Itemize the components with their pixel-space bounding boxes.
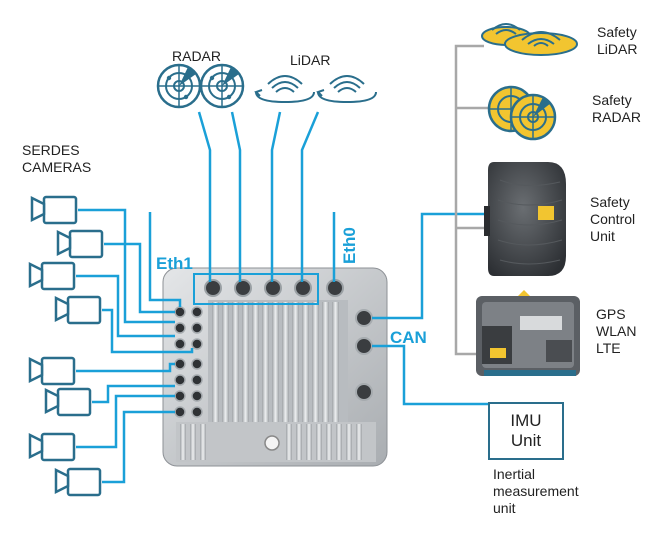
radar-label: RADAR bbox=[172, 48, 222, 64]
camera-icon bbox=[28, 432, 76, 462]
ecu-housing-image bbox=[162, 267, 388, 467]
camera-icon bbox=[30, 195, 78, 225]
eth-connectors bbox=[204, 279, 344, 297]
can-label: CAN bbox=[390, 328, 427, 347]
safety-radar-label: Safety RADAR bbox=[592, 92, 642, 125]
imu-unit-label: Unit bbox=[510, 431, 542, 450]
radar-icon bbox=[199, 63, 245, 109]
can-connectors bbox=[355, 309, 373, 401]
camera-icon bbox=[28, 261, 76, 291]
cables bbox=[76, 111, 490, 484]
inertial-measurement-unit-label: Inertial measurement unit bbox=[493, 466, 579, 516]
gps-module-image bbox=[476, 290, 580, 376]
lidar-icon bbox=[316, 75, 377, 104]
safety-control-unit-label: Safety Control Unit bbox=[590, 194, 636, 244]
gps-wlan-lte-label: GPS WLAN LTE bbox=[596, 306, 637, 356]
safety-lidar-icon bbox=[481, 23, 578, 56]
eth1-label: Eth1 bbox=[156, 254, 193, 273]
radar-icon bbox=[156, 63, 202, 109]
eth0-label: Eth0 bbox=[340, 227, 359, 264]
lidar-label: LiDAR bbox=[290, 52, 331, 68]
safety-lidar-label: Safety LiDAR bbox=[597, 24, 638, 57]
imu-label: IMU bbox=[510, 411, 542, 430]
imu-unit-box: IMU Unit bbox=[488, 402, 564, 460]
camera-icon bbox=[44, 387, 92, 417]
camera-icon bbox=[54, 467, 102, 497]
safety-control-unit-image bbox=[484, 162, 566, 276]
heatsink-fins bbox=[212, 302, 339, 448]
lidar-icon bbox=[254, 75, 315, 104]
eth1-port-group bbox=[193, 273, 319, 305]
camera-icon bbox=[56, 229, 104, 259]
camera-connectors bbox=[174, 306, 203, 418]
serdes-cameras-label: SERDES CAMERAS bbox=[22, 142, 92, 175]
safety-radar-icon bbox=[487, 85, 557, 141]
camera-icon bbox=[28, 356, 76, 386]
camera-icon bbox=[54, 295, 102, 325]
